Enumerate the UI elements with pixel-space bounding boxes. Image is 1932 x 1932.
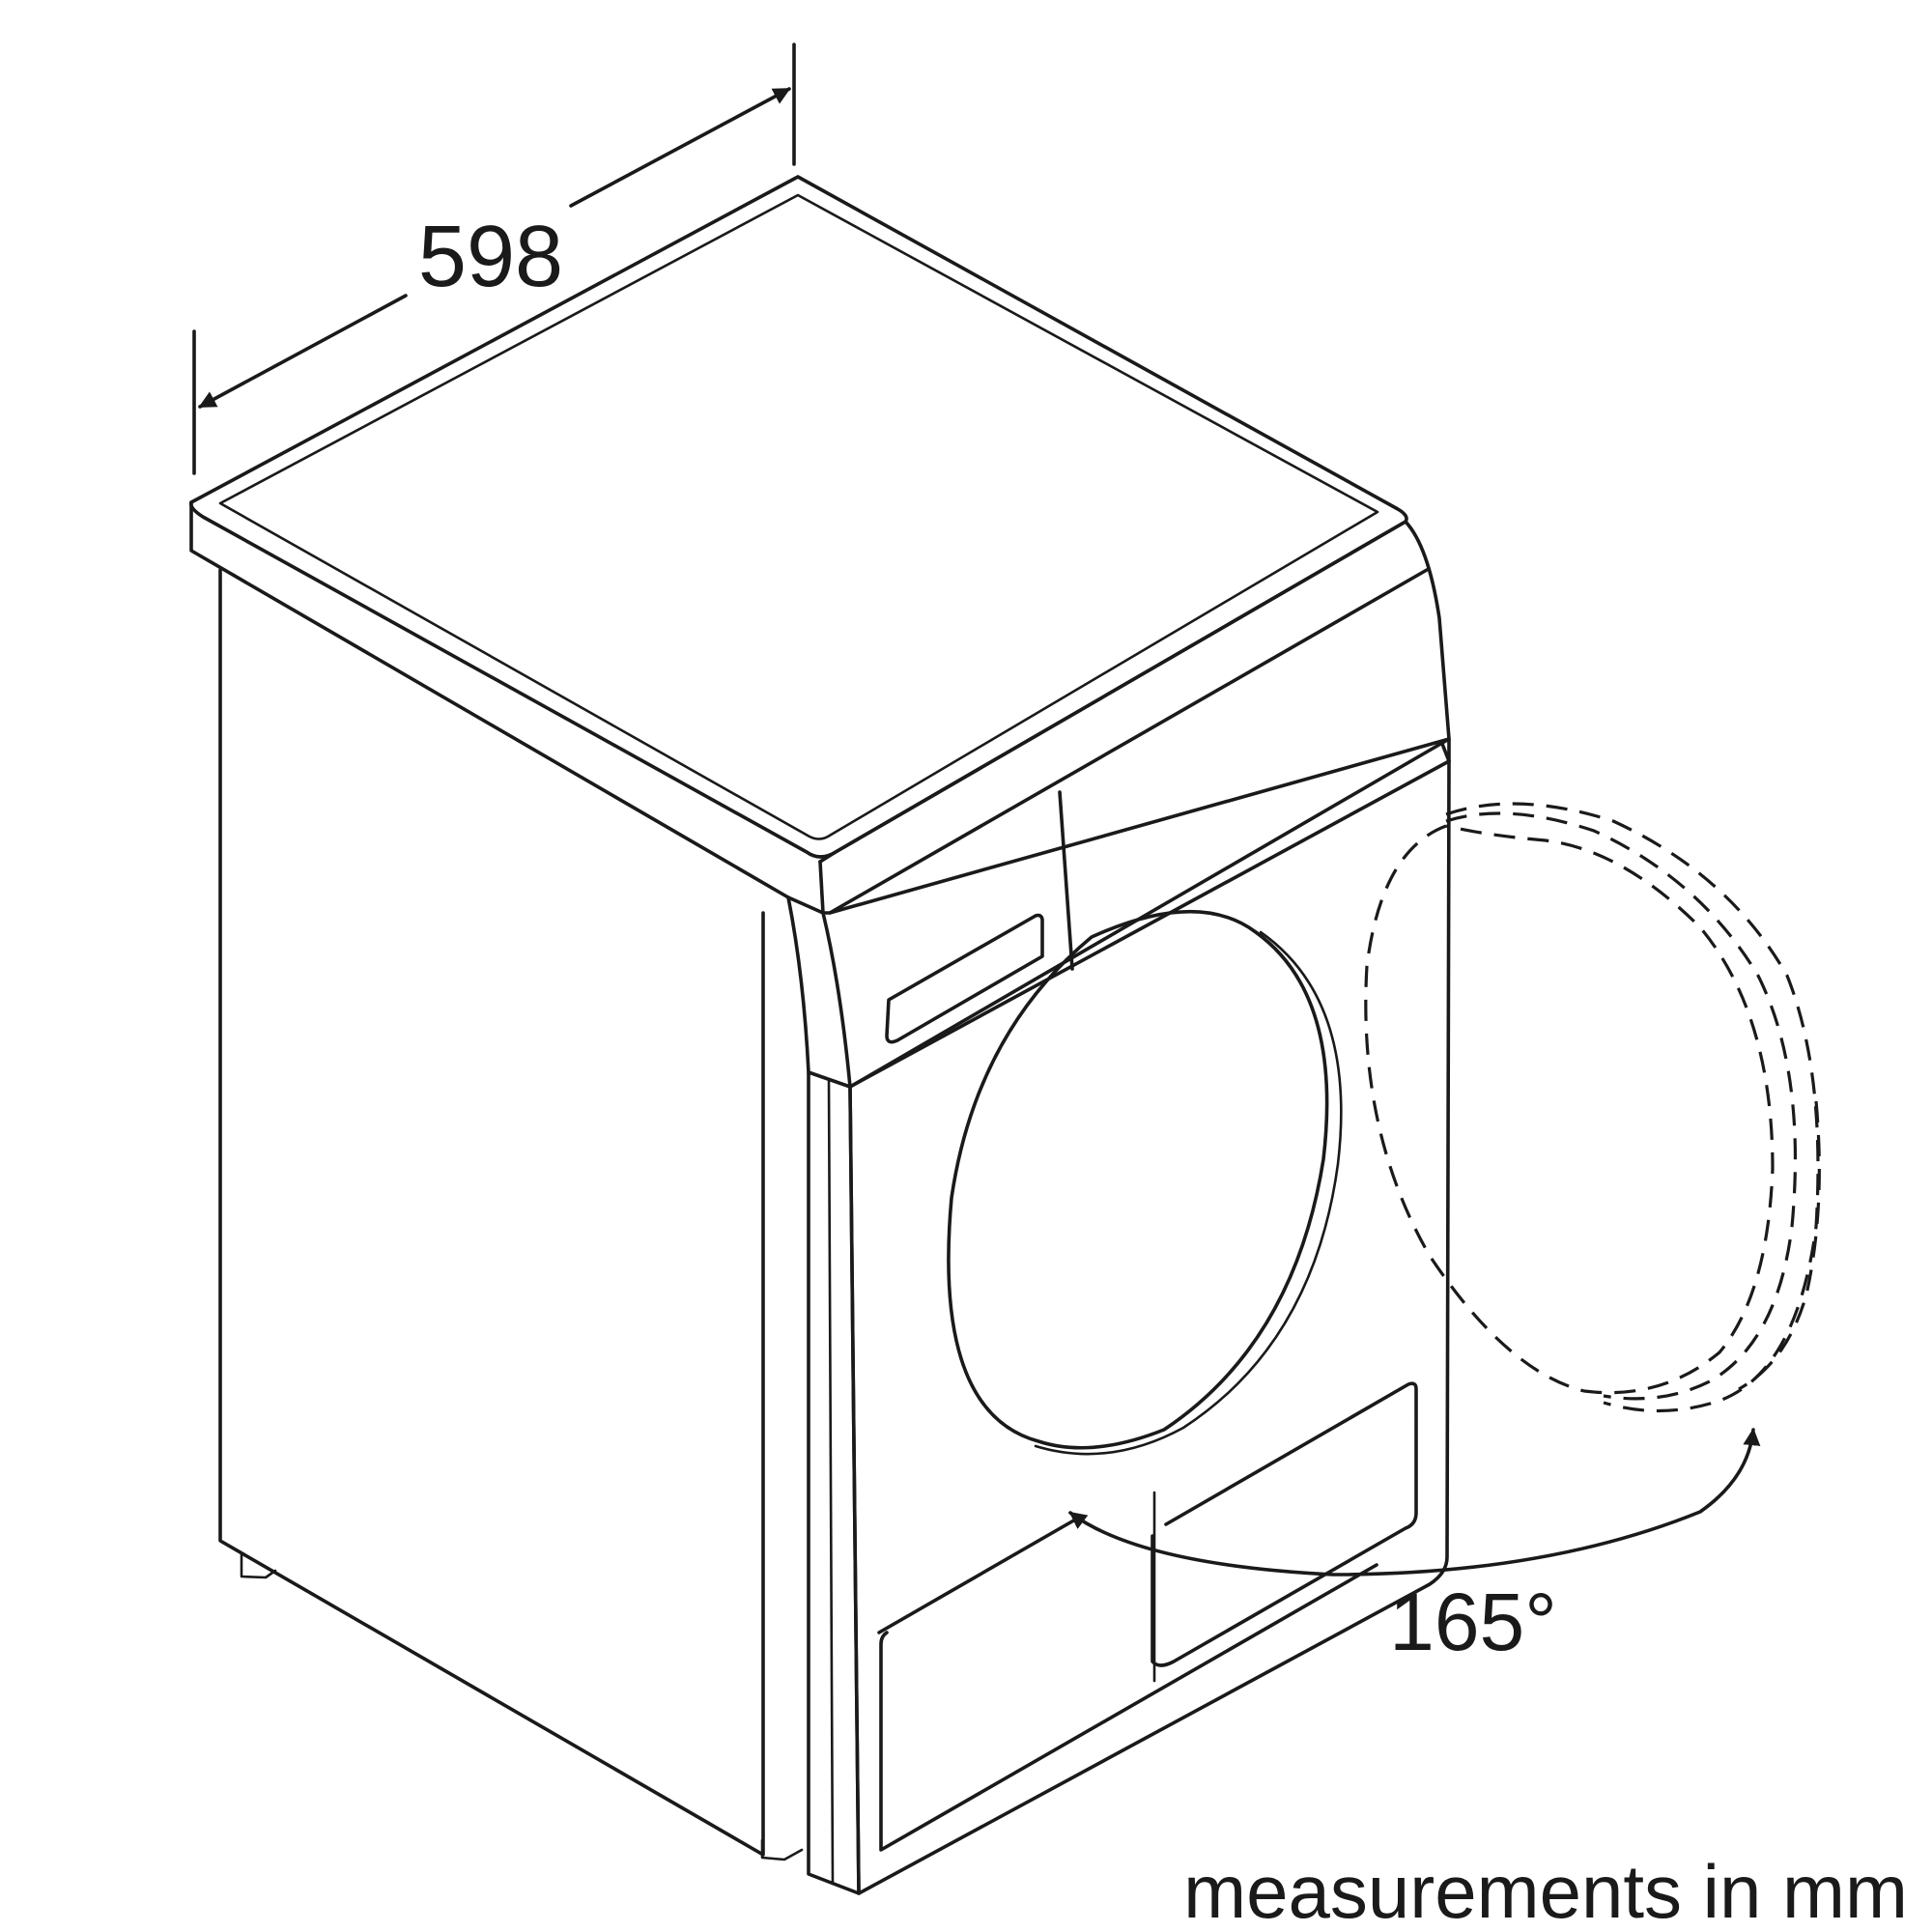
units-note: measurements in mm: [1183, 1849, 1908, 1932]
opening-angle-arc: [1068, 1428, 1761, 1577]
open-door-middle: [1445, 811, 1798, 1401]
width-arrow-left: [198, 294, 408, 409]
door-outer-ring: [947, 909, 1329, 1450]
front-corner-pillar: [786, 895, 852, 1089]
top-surface: [188, 175, 1408, 859]
opening-angle-label: 165°: [1389, 1577, 1557, 1667]
door-inner-ring: [1034, 930, 1343, 1456]
width-dimension: 598: [192, 43, 796, 475]
display-window: [885, 913, 1044, 1044]
kickplate-panel-lower: [879, 1563, 1378, 1852]
dryer-body: [188, 175, 1451, 1895]
open-door-inner: [1364, 824, 1775, 1395]
front-face: [848, 759, 1451, 1895]
control-panel-divider: [1058, 790, 1074, 971]
top-lip-right-lower: [828, 568, 1429, 915]
open-door-outline: [1364, 802, 1821, 1413]
width-value-label: 598: [418, 209, 563, 305]
filter-panel: [1151, 1381, 1418, 1667]
opening-angle-dimension: 165°: [1068, 1428, 1761, 1667]
front-face-top-edge: [848, 759, 1451, 1089]
top-lip-right: [818, 520, 1451, 915]
top-surface-inset: [218, 193, 1379, 840]
left-side-panel: [218, 568, 765, 1857]
open-door-rim: [1738, 1100, 1821, 1391]
right-foot: [760, 1838, 804, 1861]
kickplate-panel: [877, 1517, 1079, 1634]
width-arrow-right: [569, 87, 791, 208]
front-corner-pillar-edge: [827, 1078, 835, 1886]
control-panel-face: [848, 737, 1451, 1089]
left-foot: [240, 1551, 277, 1579]
open-door-outer: [1445, 802, 1820, 1413]
